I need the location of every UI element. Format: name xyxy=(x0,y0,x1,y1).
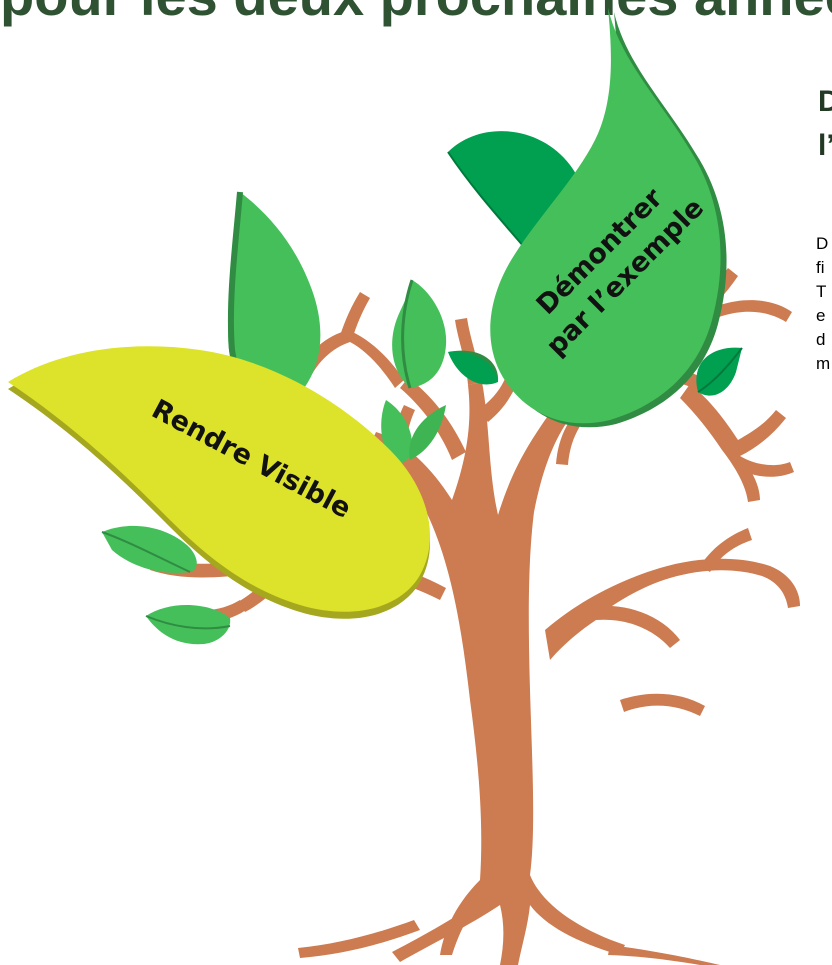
leaf-demontrer: Démontrer par l’exemple xyxy=(490,8,727,428)
leaf-small-center xyxy=(392,279,447,389)
side-body-line: m xyxy=(816,354,831,373)
leaf-small-lower-left-1 xyxy=(101,525,197,573)
side-body-line: T xyxy=(816,282,827,301)
page-title: pour les deux prochaines années xyxy=(0,0,832,28)
side-body-line: e xyxy=(816,306,826,325)
leaf-rendre-visible: Rendre Visible xyxy=(8,346,430,619)
leaf-small-pair xyxy=(381,400,446,464)
side-body-line: d xyxy=(816,330,826,349)
side-body-line: fi xyxy=(816,258,825,277)
leaf-small-lower-left-2 xyxy=(145,604,231,645)
side-heading: D l’ xyxy=(818,80,832,168)
side-body-text: D fi T e d m xyxy=(816,232,830,376)
side-heading-line-1: D xyxy=(818,85,832,118)
side-body-line: D xyxy=(816,234,829,253)
leaf-small-mid xyxy=(448,350,499,385)
side-heading-line-2: l’ xyxy=(818,129,832,162)
leaf-small-right xyxy=(696,347,743,396)
